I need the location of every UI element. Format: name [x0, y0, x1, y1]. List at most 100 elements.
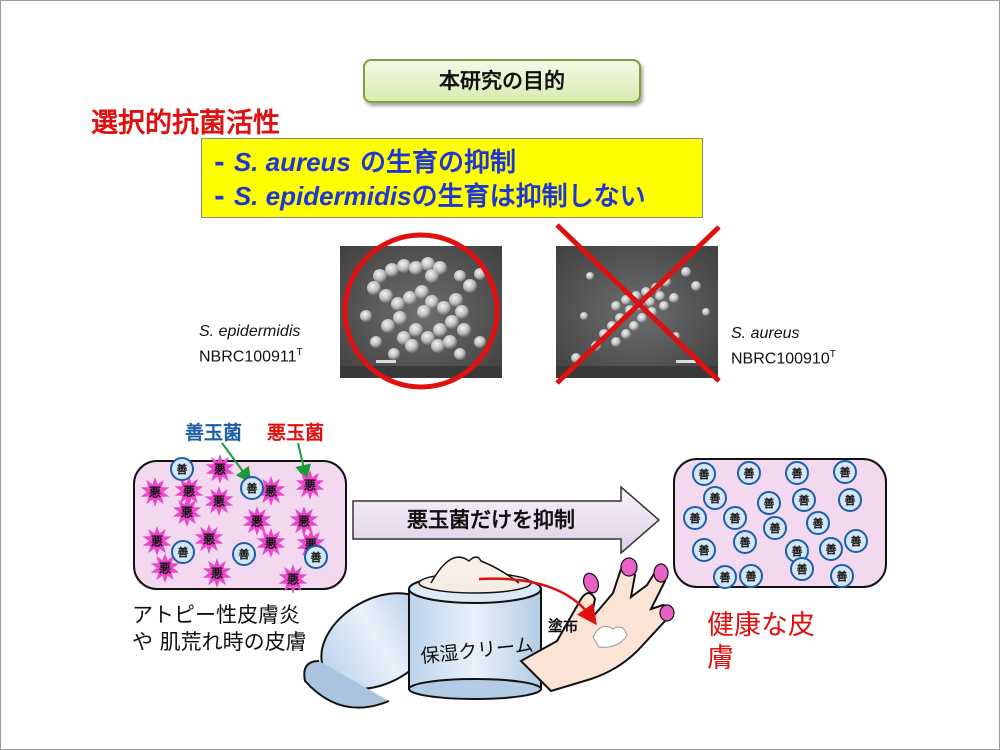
good-bacterium-glyph: 善 [699, 467, 710, 481]
caption-right-line-1: 健康な皮 [707, 610, 815, 641]
bad-bacterium-star [194, 524, 224, 554]
good-bacterium-glyph: 善 [845, 493, 856, 507]
title-box: 本研究の目的 [363, 59, 641, 103]
good-bacterium-glyph: 善 [851, 534, 862, 548]
good-bacterium-glyph: 善 [690, 511, 701, 525]
objective-2-text: の生育は抑制しない [411, 182, 646, 212]
good-bacterium-circle [844, 529, 868, 553]
bad-bacterium-star [242, 506, 272, 536]
strain-epidermidis: NBRC100911T [199, 347, 303, 366]
good-bacterium-circle [232, 542, 256, 566]
process-arrow [352, 485, 661, 555]
apply-arrow [478, 577, 597, 626]
good-bacterium-circle [170, 457, 194, 481]
bad-bacterium-glyph: 悪 [298, 514, 310, 528]
good-bacterium-glyph: 善 [837, 569, 848, 583]
bad-bacterium-star [256, 476, 286, 506]
bad-bacterium-star [150, 553, 180, 583]
bad-bacterium-star [205, 454, 235, 484]
bad-bacterium-star [142, 526, 172, 556]
good-bacterium-circle [838, 488, 862, 512]
good-bacterium-circle [819, 537, 843, 561]
good-bacterium-glyph: 善 [247, 481, 258, 495]
bad-bacterium-glyph: 悪 [181, 505, 193, 519]
bad-bacterium-glyph: 悪 [214, 462, 226, 476]
good-bacterium-glyph: 善 [797, 562, 808, 576]
caption-left-line-2: や 肌荒れ時の皮膚 [132, 630, 307, 654]
objectives-box: - S. aureus の生育の抑制 - S. epidermidisの生育は抑… [201, 138, 703, 218]
caption-atopic-skin: アトピー性皮膚炎 や 肌荒れ時の皮膚 [132, 602, 307, 656]
apply-label: 塗布 [548, 617, 579, 635]
good-bacterium-circle [692, 462, 716, 486]
good-bacterium-glyph: 善 [764, 496, 775, 510]
title-text: 本研究の目的 [439, 69, 565, 93]
good-bacterium-glyph: 善 [799, 493, 810, 507]
bad-bacterium-star [289, 506, 319, 536]
bad-bacterium-glyph: 悪 [304, 478, 316, 492]
good-bacterium-glyph: 善 [744, 466, 755, 480]
bad-bacterium-star [278, 564, 308, 594]
cream-jar-lid [303, 592, 438, 709]
good-bacterium-circle [737, 461, 761, 485]
good-bacterium-glyph: 善 [792, 466, 803, 480]
good-bacterium-circle [830, 564, 854, 588]
good-bacterium-glyph: 善 [699, 543, 710, 557]
cream-jar [408, 556, 542, 700]
objective-1: - S. aureus の生育の抑制 [214, 147, 516, 178]
bad-bacterium-glyph: 悪 [213, 494, 225, 508]
bad-bacterium-star [174, 476, 204, 506]
caption-left-line-1: アトピー性皮膚炎 [132, 603, 300, 627]
caption-right-line-2: 膚 [707, 643, 734, 674]
caption-healthy-skin: 健康な皮 膚 [707, 609, 837, 675]
strain-aureus: NBRC100910T [731, 349, 836, 368]
good-bacterium-circle [692, 538, 716, 562]
bad-bacterium-glyph: 悪 [211, 566, 223, 580]
highlight-circle [342, 232, 500, 390]
bacteria-left-group: 悪悪悪悪悪悪悪悪悪悪悪悪悪悪悪悪善善善善善 [140, 454, 328, 594]
good-bacterium-glyph: 善 [710, 491, 721, 505]
species-label-epidermidis: S. epidermidis NBRC100911T [199, 321, 303, 367]
bad-bacterium-glyph: 悪 [151, 534, 163, 548]
bad-bacterium-star [140, 477, 170, 507]
good-bacterium-circle [733, 530, 757, 554]
good-bacterium-glyph: 善 [311, 550, 322, 564]
objective-2-species: S. epidermidis [233, 181, 412, 211]
good-bacterium-circle [683, 506, 707, 530]
bad-bacterium-glyph: 悪 [265, 484, 277, 498]
bad-bacterium-glyph: 悪 [159, 561, 171, 575]
species-name-aureus: S. aureus [731, 325, 800, 342]
good-bacterium-glyph: 善 [813, 516, 824, 530]
bad-bacterium-glyph: 悪 [251, 514, 263, 528]
heading-selective-activity: 選択的抗菌活性 [91, 108, 280, 139]
objective-2: - S. epidermidisの生育は抑制しない [214, 181, 646, 212]
good-bacterium-circle [703, 486, 727, 510]
good-bacterium-glyph: 善 [792, 544, 803, 558]
bad-bacterium-glyph: 悪 [149, 485, 161, 499]
good-bacterium-circle [240, 476, 264, 500]
good-bacterium-circle [763, 516, 787, 540]
hand-illustration [519, 557, 675, 693]
bad-bacterium-star [295, 470, 325, 500]
good-bacterium-circle [806, 511, 830, 535]
label-bad-bacteria: 悪玉菌 [267, 422, 325, 444]
good-bacterium-glyph: 善 [840, 465, 851, 479]
good-bacterium-circle [713, 565, 737, 589]
good-bacterium-circle [790, 557, 814, 581]
good-bacterium-glyph: 善 [746, 569, 757, 583]
good-bacterium-circle [792, 488, 816, 512]
good-bacterium-glyph: 善 [740, 535, 751, 549]
good-bacterium-glyph: 善 [720, 570, 731, 584]
arrow-good-to-panel [221, 442, 252, 484]
bad-bacterium-glyph: 悪 [265, 536, 277, 550]
species-name-epidermidis: S. epidermidis [199, 323, 301, 340]
good-bacterium-circle [723, 506, 747, 530]
species-label-aureus: S. aureus NBRC100910T [731, 323, 836, 369]
label-good-bacteria: 善玉菌 [185, 422, 243, 444]
bad-bacterium-glyph: 悪 [203, 532, 215, 546]
cross-mark-2 [555, 225, 721, 385]
objective-1-text: の生育の抑制 [350, 148, 516, 178]
good-bacterium-circle [739, 564, 763, 588]
good-bacterium-glyph: 善 [178, 545, 189, 559]
good-bacterium-glyph: 善 [826, 542, 837, 556]
